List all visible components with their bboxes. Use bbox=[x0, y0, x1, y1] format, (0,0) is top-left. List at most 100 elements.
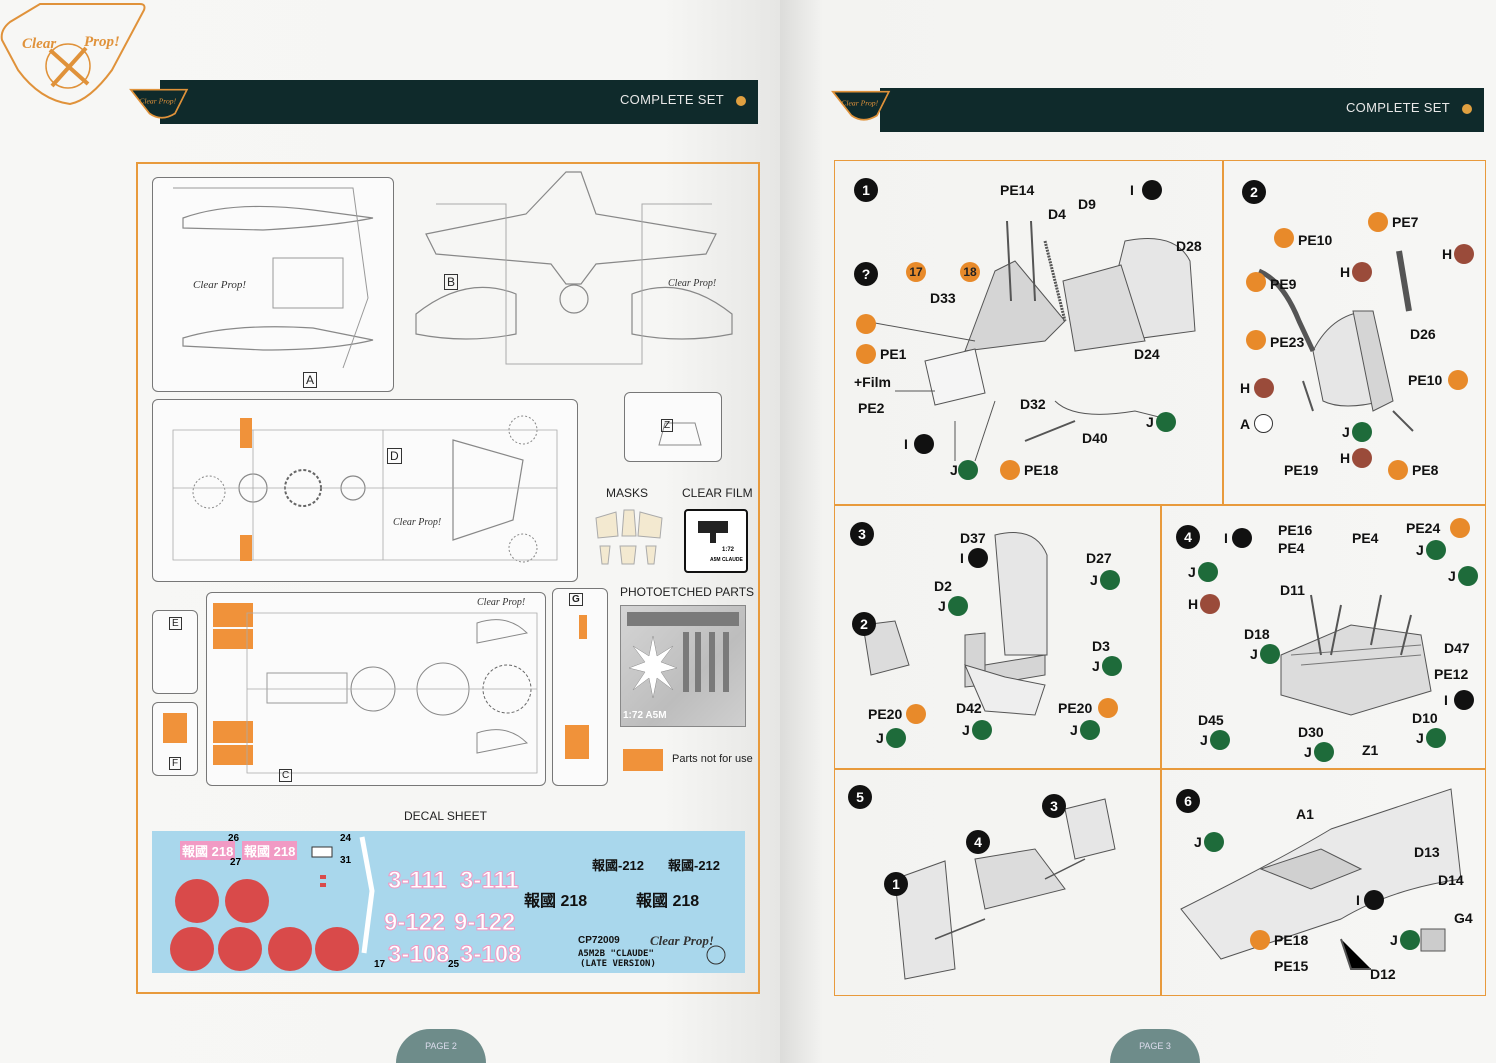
part-label: PE10 bbox=[1298, 232, 1333, 248]
paint-green-icon bbox=[886, 728, 906, 748]
decal-model-name: A5M2B "CLAUDE" bbox=[578, 949, 654, 959]
photoetched-fret: 1:72 A5M bbox=[620, 605, 746, 727]
part-label: I bbox=[960, 550, 964, 566]
decal-number-27: 27 bbox=[230, 857, 242, 868]
part-label: D10 bbox=[1412, 710, 1438, 726]
paint-green-icon bbox=[1314, 742, 1334, 762]
part-label: D2 bbox=[934, 578, 952, 594]
sprue-letter-z: Z bbox=[661, 419, 674, 432]
part-label: D14 bbox=[1438, 872, 1464, 888]
part-label: D4 bbox=[1048, 206, 1066, 222]
part-label: PE19 bbox=[1284, 462, 1319, 478]
part-label: I bbox=[1130, 182, 1134, 198]
part-label: D13 bbox=[1414, 844, 1440, 860]
decal-number-17: 17 bbox=[374, 959, 386, 970]
part-label: PE4 bbox=[1278, 540, 1305, 556]
part-label: PE16 bbox=[1278, 522, 1313, 538]
sprue-letter-b: B bbox=[444, 274, 459, 290]
part-label: PE7 bbox=[1392, 214, 1419, 230]
parts-not-for-use-swatch bbox=[623, 749, 663, 771]
paint-black-icon bbox=[914, 434, 934, 454]
part-label: +Film bbox=[854, 374, 891, 390]
right-page-number: PAGE 3 bbox=[1110, 1029, 1200, 1063]
left-page-number: PAGE 2 bbox=[396, 1029, 486, 1063]
part-label: D27 bbox=[1086, 550, 1112, 566]
photoetched-label: PHOTOETCHED PARTS bbox=[620, 585, 755, 599]
svg-text:Clear Prop!: Clear Prop! bbox=[393, 517, 441, 528]
paint-black-icon bbox=[1142, 180, 1162, 200]
decal-kanji-1: 報國 218 bbox=[180, 841, 236, 860]
paint-black-icon bbox=[1364, 890, 1384, 910]
part-label: PE18 bbox=[1024, 462, 1059, 478]
part-label: D45 bbox=[1198, 712, 1224, 728]
step-3-panel bbox=[834, 504, 1162, 770]
paint-green-icon bbox=[1204, 832, 1224, 852]
part-label: PE18 bbox=[1274, 932, 1309, 948]
photoetch-icon bbox=[1388, 460, 1408, 480]
part-label: PE15 bbox=[1274, 958, 1309, 974]
clear-prop-corner-logo: Clear Prop! bbox=[0, 3, 146, 106]
clear-film-label: CLEAR FILM bbox=[682, 486, 753, 500]
part-label: J bbox=[938, 598, 946, 614]
paint-brown-icon bbox=[1454, 244, 1474, 264]
decal-code-1: 3-111 bbox=[388, 867, 448, 895]
paint-brown-icon bbox=[1254, 378, 1274, 398]
sprue-letter-c: C bbox=[279, 769, 293, 782]
sprue-letter-d: D bbox=[387, 448, 402, 464]
part-label: J bbox=[950, 462, 958, 478]
part-label: D9 bbox=[1078, 196, 1096, 212]
sprue-letter-a: A bbox=[303, 372, 318, 388]
part-label: PE14 bbox=[1000, 182, 1035, 198]
decal-kanji-5: 報國 218 bbox=[524, 893, 588, 910]
instrument-panel-film-icon bbox=[698, 521, 728, 533]
photoetch-icon bbox=[1450, 518, 1470, 538]
paint-green-icon bbox=[1156, 412, 1176, 432]
parts-not-for-use-label: Parts not for use bbox=[672, 753, 753, 765]
sprue-a: Clear Prop! A bbox=[152, 177, 394, 392]
part-label: J bbox=[1304, 744, 1312, 760]
part-label: D32 bbox=[1020, 396, 1046, 412]
photoetch-icon bbox=[1448, 370, 1468, 390]
paint-black-icon bbox=[1232, 528, 1252, 548]
part-label: J bbox=[1416, 730, 1424, 746]
part-label: D40 bbox=[1082, 430, 1108, 446]
decal-code-3: 9-122 bbox=[383, 909, 446, 937]
part-label: J bbox=[1390, 932, 1398, 948]
header-dot-icon bbox=[1462, 104, 1472, 114]
part-label: I bbox=[1224, 530, 1228, 546]
sprue-f: F bbox=[152, 702, 198, 776]
photoetch-icon bbox=[1274, 228, 1294, 248]
paint-green-icon bbox=[958, 460, 978, 480]
sprue-letter-f: F bbox=[169, 757, 182, 770]
left-header-bar: COMPLETE SET bbox=[160, 80, 758, 124]
part-label: I bbox=[904, 436, 908, 452]
sub-assembly-3-icon: 3 bbox=[1042, 794, 1066, 818]
part-label: PE20 bbox=[1058, 700, 1093, 716]
svg-text:Clear Prop!: Clear Prop! bbox=[650, 933, 714, 948]
step-number-4: 4 bbox=[1176, 525, 1200, 549]
help-icon: ? bbox=[854, 262, 878, 286]
right-header-bar: COMPLETE SET bbox=[880, 88, 1484, 132]
part-label: J bbox=[1070, 722, 1078, 738]
masks-label: MASKS bbox=[606, 486, 649, 500]
sprue-c: Clear Prop! C bbox=[206, 592, 546, 786]
part-label: D26 bbox=[1410, 326, 1436, 342]
paint-green-icon bbox=[1210, 730, 1230, 750]
paint-green-icon bbox=[1080, 720, 1100, 740]
step-5-panel bbox=[834, 768, 1162, 996]
part-label: Z1 bbox=[1362, 742, 1379, 758]
part-label: D12 bbox=[1370, 966, 1396, 982]
decal-code-6: 3-108 bbox=[459, 941, 522, 969]
part-label: H bbox=[1188, 596, 1199, 612]
part-label: PE9 bbox=[1270, 276, 1297, 292]
left-page-number-text: PAGE 2 bbox=[425, 1041, 457, 1051]
step-4-panel bbox=[1160, 504, 1486, 770]
step-6-panel bbox=[1160, 768, 1486, 996]
part-label: PE8 bbox=[1412, 462, 1439, 478]
paint-green-icon bbox=[1198, 562, 1218, 582]
decal-product-code: CP72009 bbox=[578, 935, 620, 946]
paint-green-icon bbox=[1426, 728, 1446, 748]
clear-film-model: A5M CLAUDE bbox=[710, 557, 743, 563]
svg-text:Clear Prop!: Clear Prop! bbox=[139, 96, 176, 105]
paint-18-icon: 18 bbox=[960, 262, 980, 282]
